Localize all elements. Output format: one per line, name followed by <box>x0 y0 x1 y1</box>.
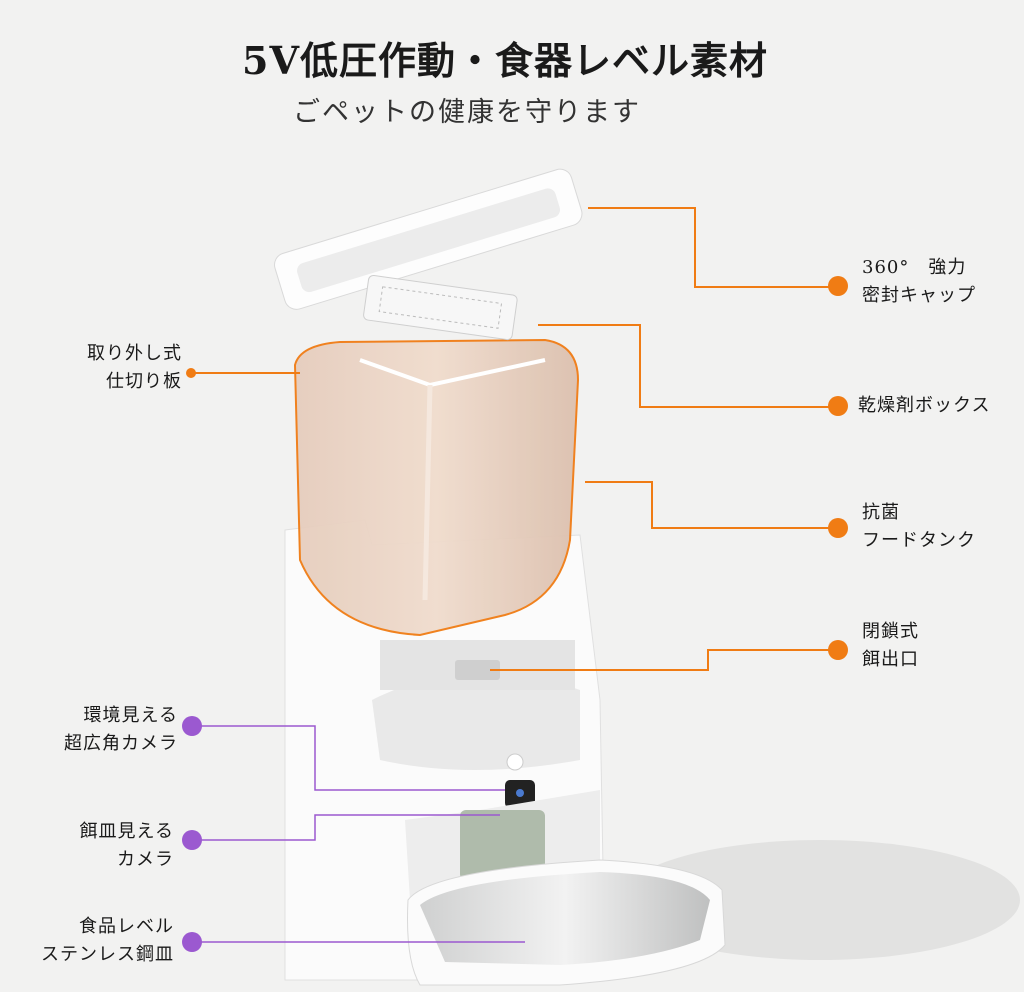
callout-line: 環境見える <box>83 705 178 726</box>
dot-divider <box>186 368 196 378</box>
callout-env-camera: 環境見える 超広角カメラ <box>64 702 178 758</box>
callout-outlet: 閉鎖式 餌出口 <box>862 618 919 674</box>
callout-line: 食品レベル <box>79 916 174 937</box>
callout-tank: 抗菌 フードタンク <box>862 499 976 555</box>
callout-line: 取り外し式 <box>87 343 182 364</box>
power-button-icon <box>506 753 524 771</box>
callout-line: 密封キャップ <box>862 285 976 306</box>
callout-line: 360° 強力 <box>862 257 967 278</box>
callout-line: 抗菌 <box>862 502 900 523</box>
dot-bowl <box>182 932 202 952</box>
callout-line: 乾燥剤ボックス <box>858 395 991 416</box>
leader-env-camera <box>192 725 505 791</box>
dot-bowl-camera <box>182 830 202 850</box>
leader-lid <box>588 207 832 288</box>
callout-line: ステンレス鋼皿 <box>41 944 174 965</box>
desiccant-box <box>363 274 518 341</box>
subheadline: ごペットの健康を守ります <box>293 97 641 128</box>
headline: 5V低圧作動・食器レベル素材 <box>242 38 768 83</box>
closed-outlet <box>455 660 500 680</box>
dot-desiccant <box>828 396 848 416</box>
leader-outlet <box>490 649 832 671</box>
camera-lens-icon <box>516 789 524 797</box>
dot-env-camera <box>182 716 202 736</box>
callout-line: フードタンク <box>862 530 976 551</box>
leader-desiccant <box>538 324 832 408</box>
dot-tank <box>828 518 848 538</box>
divider-vertical <box>422 384 433 601</box>
callout-divider: 取り外し式 仕切り板 <box>87 340 182 396</box>
base-opening <box>372 672 580 770</box>
callout-bowl-camera: 餌皿見える カメラ <box>80 818 174 874</box>
leader-bowl-camera <box>192 814 500 841</box>
callout-line: 餌出口 <box>862 649 919 670</box>
dot-lid <box>828 276 848 296</box>
callout-line: 超広角カメラ <box>64 733 178 754</box>
callout-steel-bowl: 食品レベル ステンレス鋼皿 <box>41 913 174 969</box>
callout-desiccant: 乾燥剤ボックス <box>858 392 990 420</box>
leader-tank <box>585 481 832 529</box>
sealed-lid <box>274 168 583 310</box>
callout-line: 餌皿見える <box>79 821 174 842</box>
callout-line: 仕切り板 <box>106 371 182 392</box>
callout-lid: 360° 強力 密封キャップ <box>862 254 976 310</box>
bowl-camera-window <box>460 810 545 880</box>
dot-outlet <box>828 640 848 660</box>
food-tank <box>293 338 580 637</box>
callout-line: カメラ <box>117 849 174 870</box>
callout-line: 閉鎖式 <box>862 621 919 642</box>
